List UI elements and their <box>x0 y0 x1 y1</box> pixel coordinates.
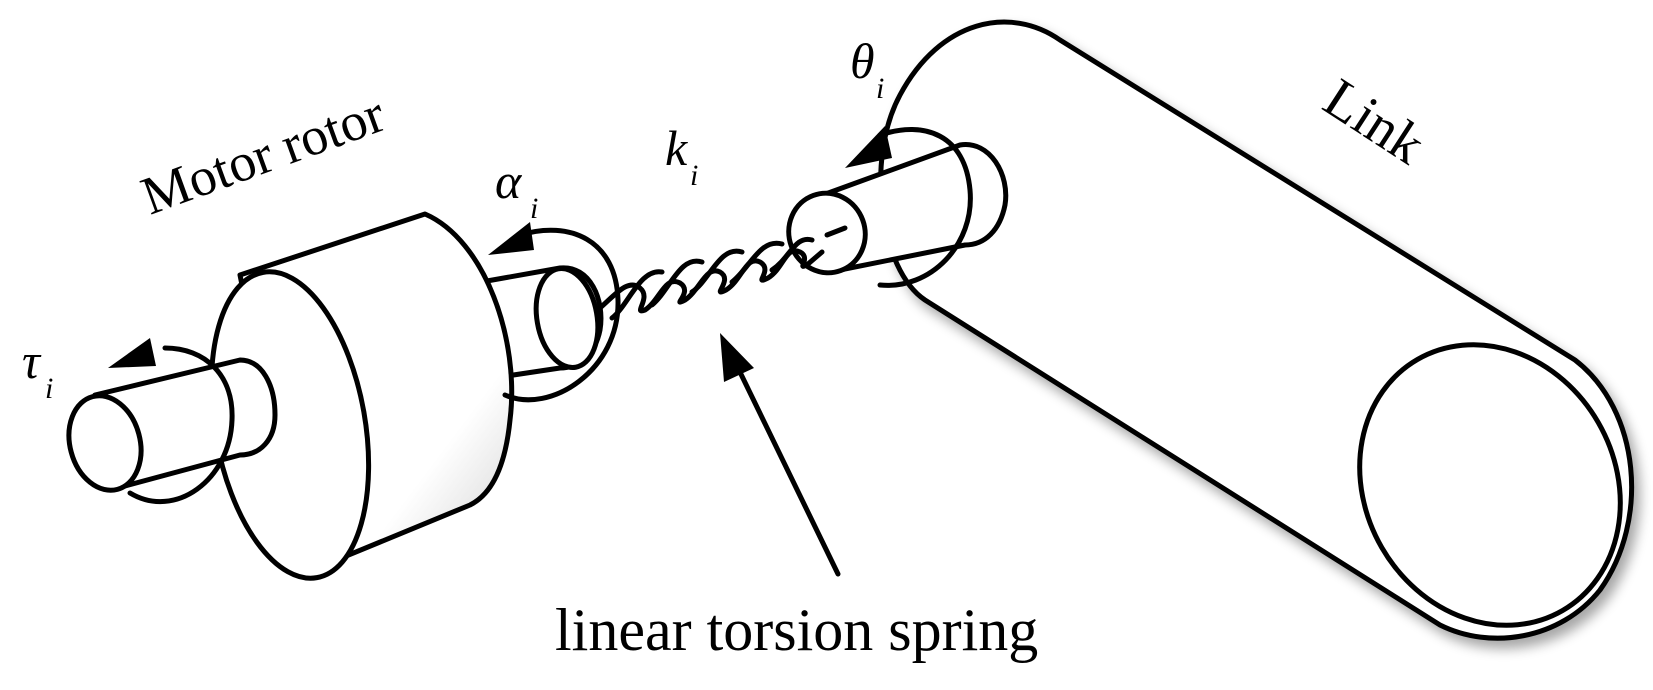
k-base: k <box>665 120 688 176</box>
motor-rotor-label: Motor rotor <box>134 83 393 226</box>
alpha-symbol: α i <box>495 153 538 225</box>
link-label: Link <box>1313 67 1435 177</box>
alpha-base: α <box>495 153 523 209</box>
theta-rotation-arrow <box>845 126 973 288</box>
k-symbol: k i <box>665 120 698 192</box>
theta-base: θ <box>850 33 875 89</box>
spring-callout-arrow <box>720 333 841 577</box>
tau-symbol: τ i <box>22 333 53 405</box>
spring-caption: linear torsion spring <box>555 597 1038 663</box>
motor-rotor-cylinder <box>208 211 515 581</box>
tau-rotation-arrow <box>108 338 235 505</box>
theta-symbol: θ i <box>850 33 884 105</box>
link-cylinder <box>878 19 1635 641</box>
theta-subscript: i <box>876 72 884 105</box>
torsion-spring <box>597 236 825 321</box>
alpha-rotation-arrow <box>488 222 621 403</box>
tau-base: τ <box>22 333 42 389</box>
motor-output-shaft <box>467 265 604 383</box>
alpha-subscript: i <box>530 192 538 225</box>
k-subscript: i <box>690 159 698 192</box>
tau-subscript: i <box>45 372 53 405</box>
